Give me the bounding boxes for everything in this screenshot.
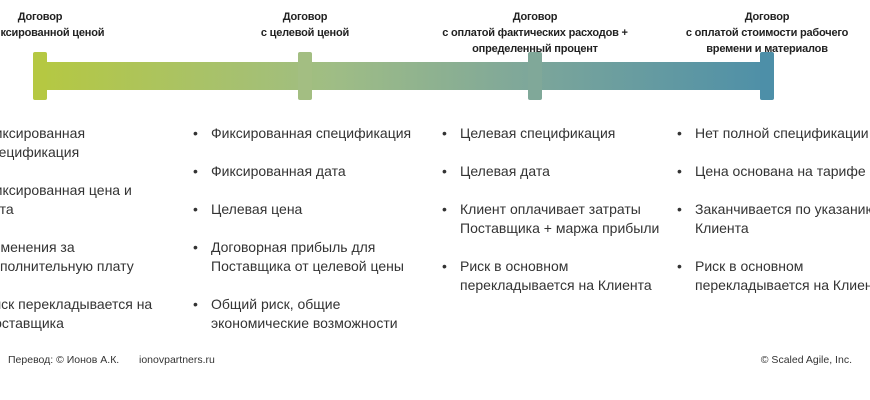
footer-copyright: © Scaled Agile, Inc. bbox=[760, 354, 852, 366]
list-item: • Клиент оплачивает затраты Поставщика + … bbox=[442, 200, 672, 238]
column-cost-plus: • Целевая спецификация • Целевая дата • Клиен… bbox=[442, 124, 672, 314]
bullet-icon: • bbox=[677, 201, 682, 217]
timeline-tick-time-materials bbox=[760, 52, 774, 100]
header-line: с фиксированной ценой bbox=[0, 27, 105, 39]
bullet-icon: • bbox=[677, 258, 682, 274]
column-fixed-price: •Фиксированная спецификация •Фиксированна… bbox=[0, 124, 162, 352]
list-item: • Заканчивается по указанию Клиента bbox=[677, 200, 870, 238]
list-item: • Целевая дата bbox=[442, 162, 672, 181]
bullet-icon: • bbox=[193, 125, 198, 141]
list-item-text: Нет полной спецификации bbox=[695, 125, 869, 141]
list-item: • Целевая цена bbox=[193, 200, 426, 219]
list-item-text: Договорная прибыль для Поставщика от цел… bbox=[211, 239, 404, 274]
list-item: • Фиксированная спецификация bbox=[193, 124, 426, 143]
header-time-materials: Договор с оплатой стоимости рабочего вре… bbox=[647, 9, 870, 57]
header-line: с целевой ценой bbox=[260, 27, 350, 39]
list-item: • Фиксированная дата bbox=[193, 162, 426, 181]
list-item-text: Фиксированная спецификация bbox=[0, 125, 86, 160]
bullet-icon: • bbox=[442, 258, 447, 274]
list-item: • Риск в основном перекладывается на Клие… bbox=[442, 257, 672, 295]
header-fixed-price: Договор с фиксированной ценой bbox=[0, 9, 160, 41]
list-item: • Общий риск, общие экономические возможн… bbox=[193, 295, 426, 333]
header-line: времени и материалов bbox=[706, 43, 828, 55]
header-line: Договор bbox=[744, 11, 790, 23]
list-item-text: Общий риск, общие экономические возможно… bbox=[211, 296, 398, 331]
list-item-text: Целевая дата bbox=[460, 163, 550, 179]
list-item: •Фиксированная спецификация bbox=[0, 124, 162, 162]
timeline-tick-target bbox=[298, 52, 312, 100]
list-item-text: Изменения за дополнительную плату bbox=[0, 239, 134, 274]
footer-site-link[interactable]: ionovpartners.ru bbox=[139, 354, 215, 366]
list-item: • Нет полной спецификации bbox=[677, 124, 870, 143]
list-item-text: Риск в основном перекладывается на Клиен… bbox=[460, 258, 652, 293]
timeline-tick-fixed bbox=[33, 52, 47, 100]
list-item-text: Фиксированная спецификация bbox=[211, 125, 412, 141]
list-item-text: Целевая цена bbox=[211, 201, 303, 217]
list-item-text: Заканчивается по указанию Клиента bbox=[695, 201, 870, 236]
list-item-text: Цена основана на тарифе bbox=[695, 163, 866, 179]
timeline-tick-cost-plus bbox=[528, 52, 542, 100]
bullet-icon: • bbox=[193, 239, 198, 255]
header-line: определенный процент bbox=[472, 43, 598, 55]
list-item-text: Фиксированная дата bbox=[211, 163, 346, 179]
header-cost-plus: Договор с оплатой фактических расходов +… bbox=[415, 9, 655, 57]
bullet-icon: • bbox=[442, 201, 447, 217]
bullet-icon: • bbox=[442, 125, 447, 141]
header-line: Договор bbox=[512, 11, 558, 23]
bullet-icon: • bbox=[677, 163, 682, 179]
bullet-icon: • bbox=[193, 163, 198, 179]
list-item: • Риск в основном перекладывается на Клие… bbox=[677, 257, 870, 295]
bullet-icon: • bbox=[193, 201, 198, 217]
contract-spectrum-bar bbox=[40, 62, 772, 90]
list-item-text: Риск в основном перекладывается на Клиен… bbox=[695, 258, 870, 293]
list-item-text: Целевая спецификация bbox=[460, 125, 616, 141]
header-line: с оплатой стоимости рабочего bbox=[685, 27, 849, 39]
header-target-price: Договор с целевой ценой bbox=[185, 9, 425, 41]
list-item: •Риск перекладывается на Поставщика bbox=[0, 295, 162, 333]
bullet-icon: • bbox=[677, 125, 682, 141]
list-item: • Цена основана на тарифе bbox=[677, 162, 870, 181]
list-item: • Договорная прибыль для Поставщика от це… bbox=[193, 238, 426, 276]
list-item-text: Риск перекладывается на Поставщика bbox=[0, 296, 153, 331]
column-target-price: • Фиксированная спецификация • Фиксированна… bbox=[193, 124, 426, 352]
header-line: Договор bbox=[282, 11, 328, 23]
column-time-materials: • Нет полной спецификации • Цена основана н… bbox=[677, 124, 870, 314]
list-item-text: Фиксированная цена и дата bbox=[0, 182, 132, 217]
footer-translation: Перевод: © Ионов А.К. bbox=[8, 354, 120, 366]
list-item: •Фиксированная цена и дата bbox=[0, 181, 162, 219]
list-item: •Изменения за дополнительную плату bbox=[0, 238, 162, 276]
header-line: с оплатой фактических расходов + bbox=[442, 27, 628, 39]
list-item: • Целевая спецификация bbox=[442, 124, 672, 143]
bullet-icon: • bbox=[442, 163, 447, 179]
bullet-icon: • bbox=[193, 296, 198, 312]
list-item-text: Клиент оплачивает затраты Поставщика + м… bbox=[460, 201, 660, 236]
header-line: Договор bbox=[17, 11, 63, 23]
